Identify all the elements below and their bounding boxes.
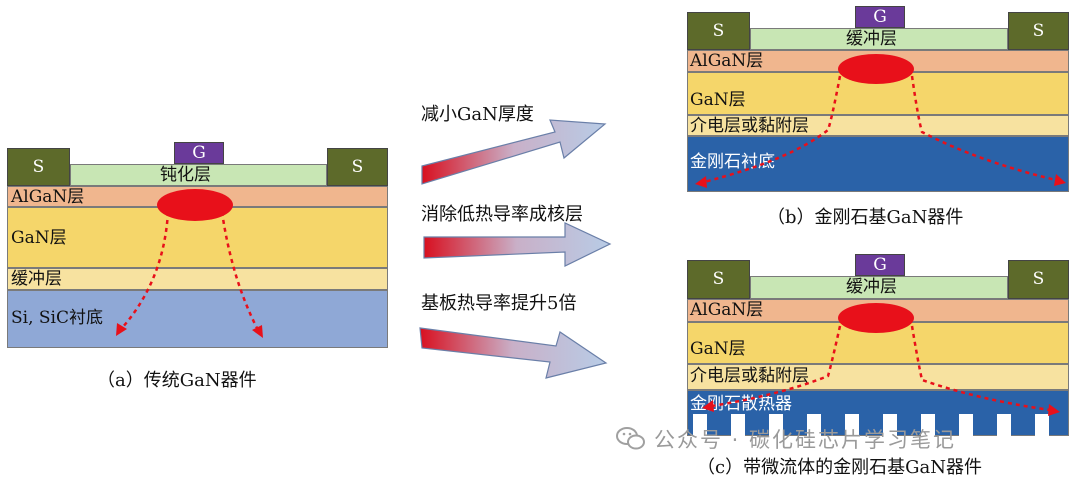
gate-electrode: G — [855, 254, 905, 276]
heat-path-left — [711, 325, 842, 408]
heat-spreading-paths — [702, 303, 1060, 416]
buffer-label: 缓冲层 — [846, 277, 897, 297]
buffer-label: 缓冲层 — [11, 269, 62, 289]
dielectric-label: 介电层或黏附层 — [690, 366, 809, 386]
heat-path-right — [910, 75, 1057, 182]
heat-arrowhead-left — [116, 323, 127, 336]
channel — [731, 414, 745, 436]
transition-arrows: 减小GaN厚度 消除低热导率成核层 基板热导率提升5倍 — [400, 80, 630, 380]
passivation-layer — [70, 164, 327, 186]
source-electrode-left: S — [687, 12, 750, 50]
buffer-layer — [7, 268, 388, 290]
source-electrode-left: S — [7, 148, 70, 186]
heat-arrowhead-left — [695, 176, 707, 188]
algan-label: AlGaN层 — [690, 300, 764, 320]
arrow-shapes — [419, 119, 612, 379]
diamond-substrate-layer — [687, 136, 1069, 192]
arrow-top-label: 减小GaN厚度 — [421, 104, 534, 125]
buffer-layer — [750, 28, 1008, 50]
caption-c: （c）带微流体的金刚石基GaN器件 — [697, 457, 982, 478]
substrate-label: Si, SiC衬底 — [11, 308, 103, 328]
channel — [807, 414, 821, 436]
heat-path-right — [220, 211, 260, 331]
source-electrode-right: S — [1008, 260, 1069, 299]
hotspot — [838, 303, 914, 333]
channel — [693, 414, 707, 436]
heatsink-label: 金刚石散热器 — [690, 394, 792, 414]
heat-arrowhead-right — [1048, 404, 1060, 416]
channel — [959, 414, 973, 436]
arrow-bottom — [419, 327, 608, 379]
arrow-bottom-label: 基板热导率提升5倍 — [421, 293, 577, 314]
gate-electrode: G — [855, 6, 905, 28]
caption-b: （b）金刚石基GaN器件 — [767, 207, 964, 228]
heat-path-left — [121, 211, 170, 329]
passivation-label: 钝化层 — [160, 165, 211, 185]
channel — [997, 414, 1011, 436]
heat-arrowhead-right — [1054, 174, 1066, 186]
heat-path-left — [703, 75, 842, 184]
watermark-text: 公众号 · 碳化硅芯片学习笔记 — [654, 428, 957, 452]
hotspot — [838, 54, 914, 84]
buffer-label: 缓冲层 — [846, 29, 897, 49]
substrate-layer — [7, 290, 388, 348]
dielectric-layer — [687, 364, 1069, 390]
microfluidic-channels — [687, 414, 1069, 436]
heat-arrowhead-right — [252, 325, 263, 338]
panel-b: S S G 缓冲层 AlGaN层 GaN层 介电层或黏附层 金刚石衬底 （b）金… — [680, 0, 1080, 240]
channel — [845, 414, 859, 436]
gate-electrode: G — [174, 142, 224, 164]
watermark: 公众号 · 碳化硅芯片学习笔记 — [616, 424, 1056, 454]
source-electrode-right: S — [1008, 12, 1069, 50]
dielectric-layer — [687, 115, 1069, 136]
source-electrode-right: S — [327, 148, 388, 186]
hotspot — [157, 189, 233, 221]
algan-label: AlGaN层 — [690, 51, 764, 71]
arrow-middle — [423, 222, 612, 267]
arrow-top — [421, 119, 607, 185]
channel — [921, 414, 935, 436]
heat-spreading-paths — [695, 54, 1066, 188]
gan-label: GaN层 — [690, 90, 746, 110]
arrow-middle-label: 消除低热导率成核层 — [421, 204, 583, 225]
dielectric-label: 介电层或黏附层 — [690, 116, 809, 136]
heat-spreading-paths — [116, 189, 263, 338]
heat-arrowhead-left — [702, 400, 714, 412]
channel — [769, 414, 783, 436]
channel — [1035, 414, 1049, 436]
panel-a: S S G 钝化层 AlGaN层 GaN层 缓冲层 Si, SiC衬底 （a）传… — [0, 0, 400, 400]
channel — [883, 414, 897, 436]
channel-grid — [693, 414, 1049, 436]
gan-label: GaN层 — [11, 228, 67, 248]
caption-a: （a）传统GaN器件 — [97, 370, 257, 391]
source-electrode-left: S — [687, 260, 750, 299]
panel-c: S S G 缓冲层 AlGaN层 GaN层 介电层或黏附层 金刚石散热器 （c）… — [680, 250, 1080, 481]
buffer-layer — [750, 276, 1008, 299]
wechat-icon — [616, 427, 645, 450]
gan-label: GaN层 — [690, 339, 746, 359]
algan-label: AlGaN层 — [11, 187, 85, 207]
heat-path-right — [910, 325, 1051, 412]
